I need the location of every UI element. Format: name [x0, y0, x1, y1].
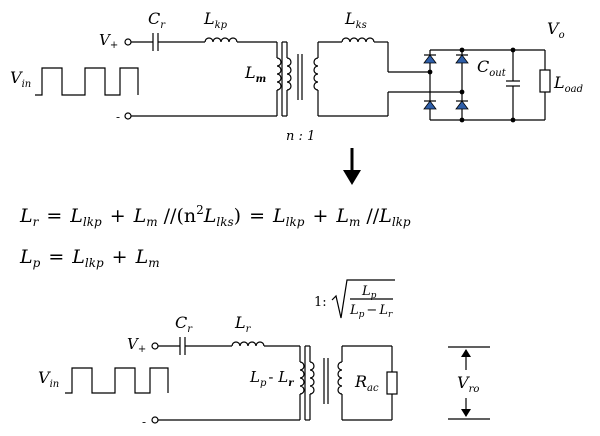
top-load-resistor — [539, 50, 551, 120]
top-cout-capacitor — [506, 47, 520, 123]
bottom-rac-label: Rac — [354, 372, 379, 394]
top-cout-label: Cout — [477, 57, 507, 79]
bottom-cr-label: Cr — [175, 313, 193, 335]
bottom-vro-dimension — [448, 346, 490, 420]
down-arrow — [343, 148, 361, 185]
bottom-minus-terminal — [151, 416, 159, 424]
top-lm-label: Lm — [244, 63, 266, 85]
top-vplus-label: V+ — [99, 31, 118, 51]
top-lkp-label: Lkp — [203, 9, 228, 31]
bottom-lr-inductor — [231, 341, 265, 347]
bottom-turns-ratio: 1: Lp Lp−Lr — [314, 279, 395, 320]
bottom-vminus-label: - — [142, 415, 146, 429]
bottom-circuit: V+ - Vin Cr Lr Lp- Lr Rac Vro 1: Lp Lp−L… — [38, 279, 490, 429]
top-vin-waveform — [35, 67, 139, 96]
bottom-vin-waveform — [65, 367, 169, 394]
bottom-lp-lr-label: Lp- Lr — [249, 368, 294, 389]
bottom-vin-label: Vin — [38, 368, 59, 390]
top-minus-terminal — [124, 112, 132, 120]
top-vminus-label: - — [116, 110, 120, 124]
top-cr-capacitor — [152, 33, 159, 51]
top-vin-label: Vin — [10, 68, 31, 90]
equation-lp: Lp=Llkp+Lm — [19, 246, 160, 270]
top-ratio-label: n : 1 — [286, 129, 315, 144]
bottom-lp-lr-inductor — [299, 361, 305, 395]
top-lks-label: Lks — [344, 9, 367, 31]
top-diode-bridge — [423, 54, 469, 110]
bottom-cr-capacitor — [179, 337, 186, 355]
bottom-vplus-label: V+ — [127, 335, 146, 355]
top-lm-inductor — [276, 57, 282, 91]
svg-text:Lp: Lp — [361, 284, 377, 301]
top-vo-label: Vo — [547, 19, 565, 41]
equation-lr: Lr=Llkp+Lm//(n2Llks)=Llkp+Lm//Llkp — [19, 203, 411, 229]
bottom-plus-terminal — [151, 342, 159, 350]
top-cr-label: Cr — [148, 9, 166, 31]
top-lkp-inductor — [204, 37, 238, 43]
bottom-transformer — [304, 345, 343, 421]
svg-text:Lp−Lr: Lp−Lr — [349, 303, 393, 320]
bottom-rac-resistor — [386, 371, 398, 395]
bottom-vro-label: Vro — [457, 373, 479, 395]
svg-text:1:: 1: — [314, 295, 327, 310]
top-transformer — [281, 41, 319, 117]
top-circuit: V+ - Vin Cr Lkp Lm Lks n : 1 Cout Load V… — [10, 9, 583, 144]
bottom-lr-label: Lr — [234, 313, 252, 335]
top-load-label: Load — [553, 73, 583, 95]
top-plus-terminal — [124, 38, 132, 46]
top-lks-inductor — [341, 37, 375, 43]
